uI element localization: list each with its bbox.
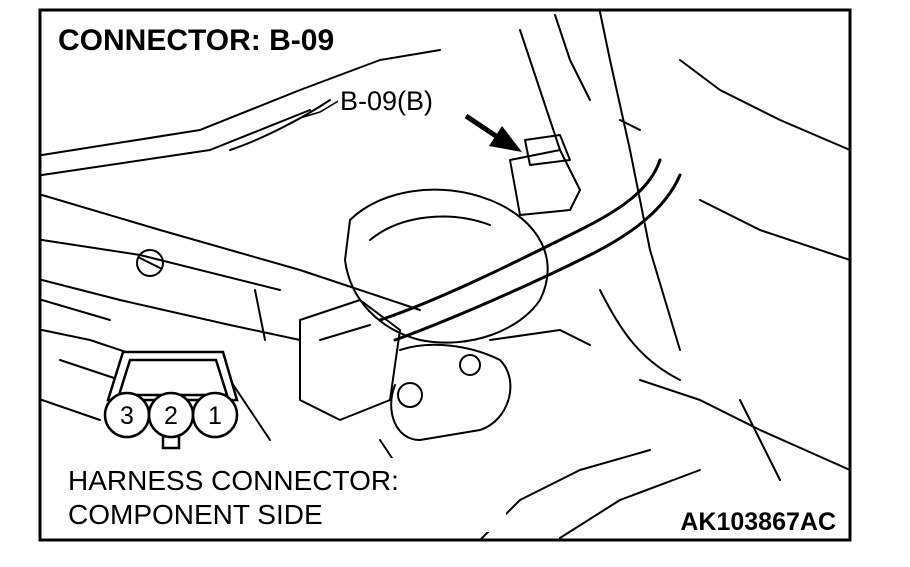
callout-label: B-09(B) xyxy=(340,86,433,116)
pin-3-label: 3 xyxy=(120,402,134,430)
pin-1-label: 1 xyxy=(208,402,222,430)
engine-bay-illustration xyxy=(41,11,851,541)
pin-2-label: 2 xyxy=(164,402,178,430)
callout-arrow xyxy=(464,113,522,152)
harness-label-line2: COMPONENT SIDE xyxy=(68,499,323,530)
figure-code: AK103867AC xyxy=(680,508,836,536)
pin-1 xyxy=(191,391,239,439)
connector-title: CONNECTOR: B-09 xyxy=(58,24,334,57)
harness-label-line1: HARNESS CONNECTOR: xyxy=(68,465,399,496)
harness-connector-symbol xyxy=(103,350,239,450)
callout-leader xyxy=(299,99,341,119)
